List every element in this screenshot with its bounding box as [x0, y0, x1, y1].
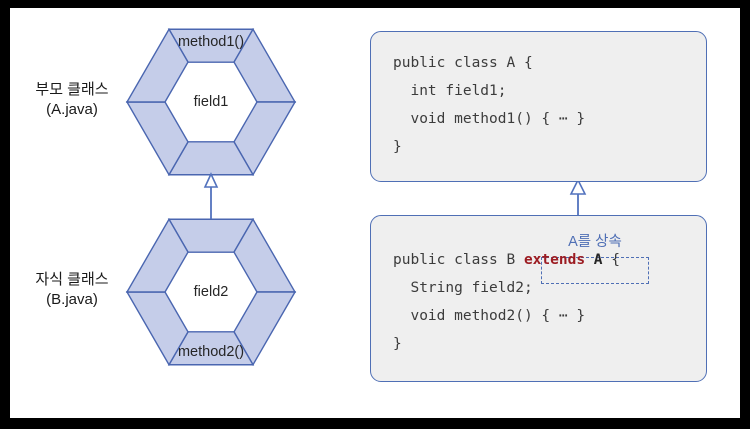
child-class-label-line1: 자식 클래스	[35, 271, 109, 288]
parent-hex-field-text: field1	[193, 94, 229, 110]
parent-hex-method-text: method1()	[177, 34, 245, 50]
code-a-line3: void method1() { ⋯ }	[393, 111, 586, 127]
inherit-annotation-label: A를 상속	[568, 234, 622, 250]
code-b-superclass-a: A	[593, 252, 603, 268]
code-a-line2: int field1;	[393, 83, 507, 99]
child-hex-method-text: method2()	[177, 344, 245, 360]
child-class-label: 자식 클래스 (B.java)	[14, 270, 130, 310]
child-class-label-line2: (B.java)	[46, 291, 98, 308]
code-a-content: public class A { int field1; void method…	[393, 49, 585, 161]
code-a-line1: public class A {	[393, 55, 533, 71]
code-b-line1-space	[585, 252, 594, 268]
code-a-line4: }	[393, 139, 402, 155]
code-b-line1-suffix: {	[602, 252, 620, 268]
child-hex-field-text: field2	[193, 284, 229, 300]
diagram-canvas: 부모 클래스 (A.java) 자식 클래스 (B.java) method1(…	[10, 8, 740, 418]
code-b-line3: void method2() { ⋯ }	[393, 308, 586, 324]
code-b-line4: }	[393, 336, 402, 352]
parent-class-label: 부모 클래스 (A.java)	[14, 80, 130, 120]
parent-class-label-line2: (A.java)	[46, 101, 98, 118]
code-b-line1-prefix: public class B	[393, 252, 524, 268]
code-box-class-a: public class A { int field1; void method…	[370, 31, 707, 182]
code-b-keyword-extends: extends	[523, 252, 586, 268]
code-b-content: public class B extends A { String field2…	[393, 246, 620, 358]
hexagon-inheritance-arrow	[203, 172, 219, 219]
parent-class-label-line1: 부모 클래스	[35, 81, 109, 98]
code-b-line2: String field2;	[393, 280, 533, 296]
code-box-class-b: A를 상속 public class B extends A { String …	[370, 215, 707, 382]
